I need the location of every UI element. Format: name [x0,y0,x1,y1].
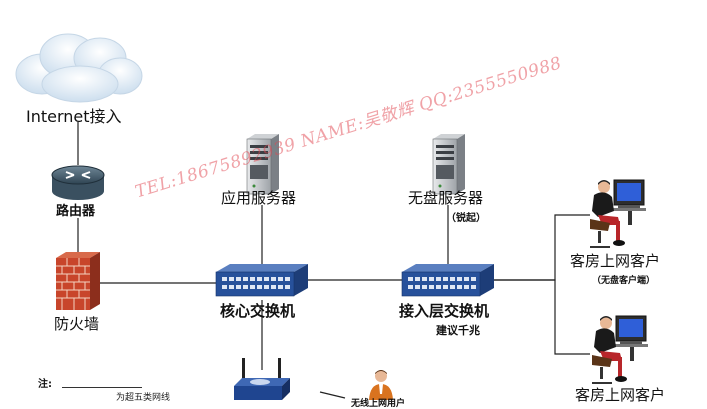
server-icon [246,134,279,195]
access-switch-note: 建议千兆 [436,324,480,337]
core-switch-label: 核心交换机 [220,302,296,320]
router-label: 路由器 [56,204,96,219]
router-icon [51,165,105,200]
guest-client-1-note: （无盘客户端） [592,276,656,286]
cloud-icon [15,33,143,103]
server-icon [432,134,465,195]
firewall [52,250,102,312]
wireless-user-label: 无线上网用户 [351,399,406,409]
guest-client-1 [588,177,650,251]
application-server [241,133,283,195]
diskless-server-label: 无盘服务器 [408,189,484,207]
network-diagram: Internet接入 路由器 [10,28,665,409]
link-wifi-staff [319,391,346,399]
access-switch-label: 接入层交换机 [399,302,490,320]
person-icon [369,370,393,400]
guest-client-2-label: 客房上网客户 [575,386,666,404]
link-access-client2 [494,279,590,355]
user-at-computer-icon [592,315,648,384]
router [50,163,106,201]
guest-client-2 [590,313,652,387]
switch-icon [215,264,308,297]
wireless-router [232,356,292,400]
wireless-user [366,368,396,400]
connection-lines [77,122,590,399]
core-switch [214,262,310,302]
application-server-label: 应用服务器 [221,189,297,207]
wireless-router-icon [234,358,290,400]
firewall-icon [56,252,100,310]
internet-cloud [10,28,145,106]
legend-label: 注: [38,379,52,390]
diskless-server [427,133,469,195]
internet-label: Internet接入 [26,107,122,126]
guest-client-1-label: 客房上网客户 [570,252,661,270]
firewall-label: 防火墙 [54,315,100,333]
user-at-computer-icon [590,179,646,248]
legend-line-sample [62,387,142,388]
diskless-server-note: （锐起） [446,213,486,224]
legend-text: 为超五类网线 [116,393,171,403]
access-switch [400,262,496,302]
switch-icon [401,264,494,297]
